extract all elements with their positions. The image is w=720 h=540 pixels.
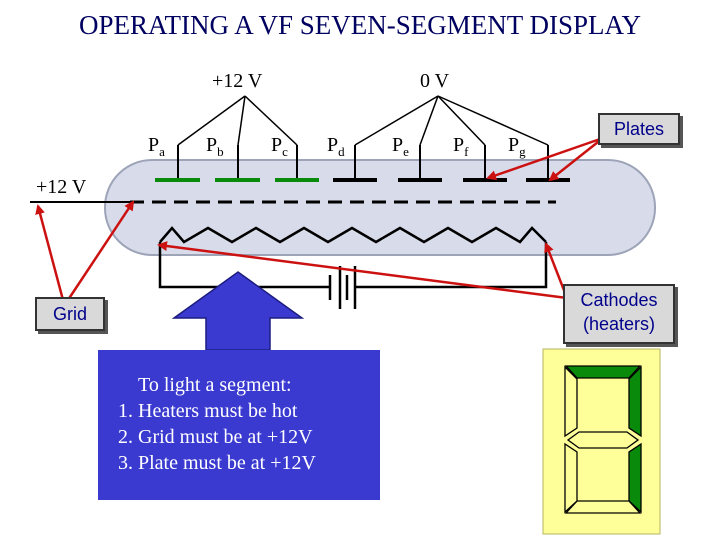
- plates-callout: Plates: [598, 113, 680, 145]
- page-title: OPERATING A VF SEVEN-SEGMENT DISPLAY: [78, 10, 642, 40]
- segment-c: [628, 442, 642, 514]
- grid-callout: Grid: [35, 297, 105, 331]
- instructions-heading: To light a segment:: [138, 374, 292, 396]
- segment-a: [564, 365, 642, 379]
- heater-filament: [159, 226, 547, 244]
- plate-label-a: Pa: [148, 134, 165, 159]
- plate-label-b: Pb: [206, 134, 224, 159]
- tube-envelope: [104, 159, 656, 256]
- seven-segment-digit: [564, 365, 642, 514]
- heater-circuit: [158, 242, 548, 289]
- plate-label-e: Pe: [392, 134, 409, 159]
- segment-b: [628, 365, 642, 438]
- grid-voltage-label: +12 V: [36, 176, 87, 198]
- battery-symbol: [328, 266, 357, 309]
- segment-g: [566, 431, 640, 449]
- plate-label-g: Pg: [508, 134, 526, 159]
- plate-label-c: Pc: [271, 134, 288, 159]
- segment-f: [564, 365, 578, 438]
- supply-wires: [177, 95, 549, 146]
- instructions-box: To light a segment: 1. Heaters must be h…: [98, 350, 380, 500]
- plate-label-f: Pf: [453, 134, 469, 159]
- instruction-step-2: 2. Grid must be at +12V: [118, 426, 313, 448]
- cathodes-callout-line2: (heaters): [582, 314, 656, 334]
- supply-right-label: 0 V: [420, 70, 450, 92]
- segment-d: [564, 500, 642, 514]
- cathodes-callout: Cathodes (heaters): [563, 284, 675, 344]
- segment-e: [564, 442, 578, 514]
- instruction-step-3: 3. Plate must be at +12V: [118, 452, 316, 474]
- instruction-step-1: 1. Heaters must be hot: [118, 400, 298, 422]
- plate-stems: [177, 145, 549, 178]
- plate-label-d: Pd: [327, 134, 345, 159]
- cathodes-callout-line1: Cathodes: [580, 290, 658, 310]
- supply-left-label: +12 V: [212, 70, 263, 92]
- big-arrow: [171, 271, 305, 351]
